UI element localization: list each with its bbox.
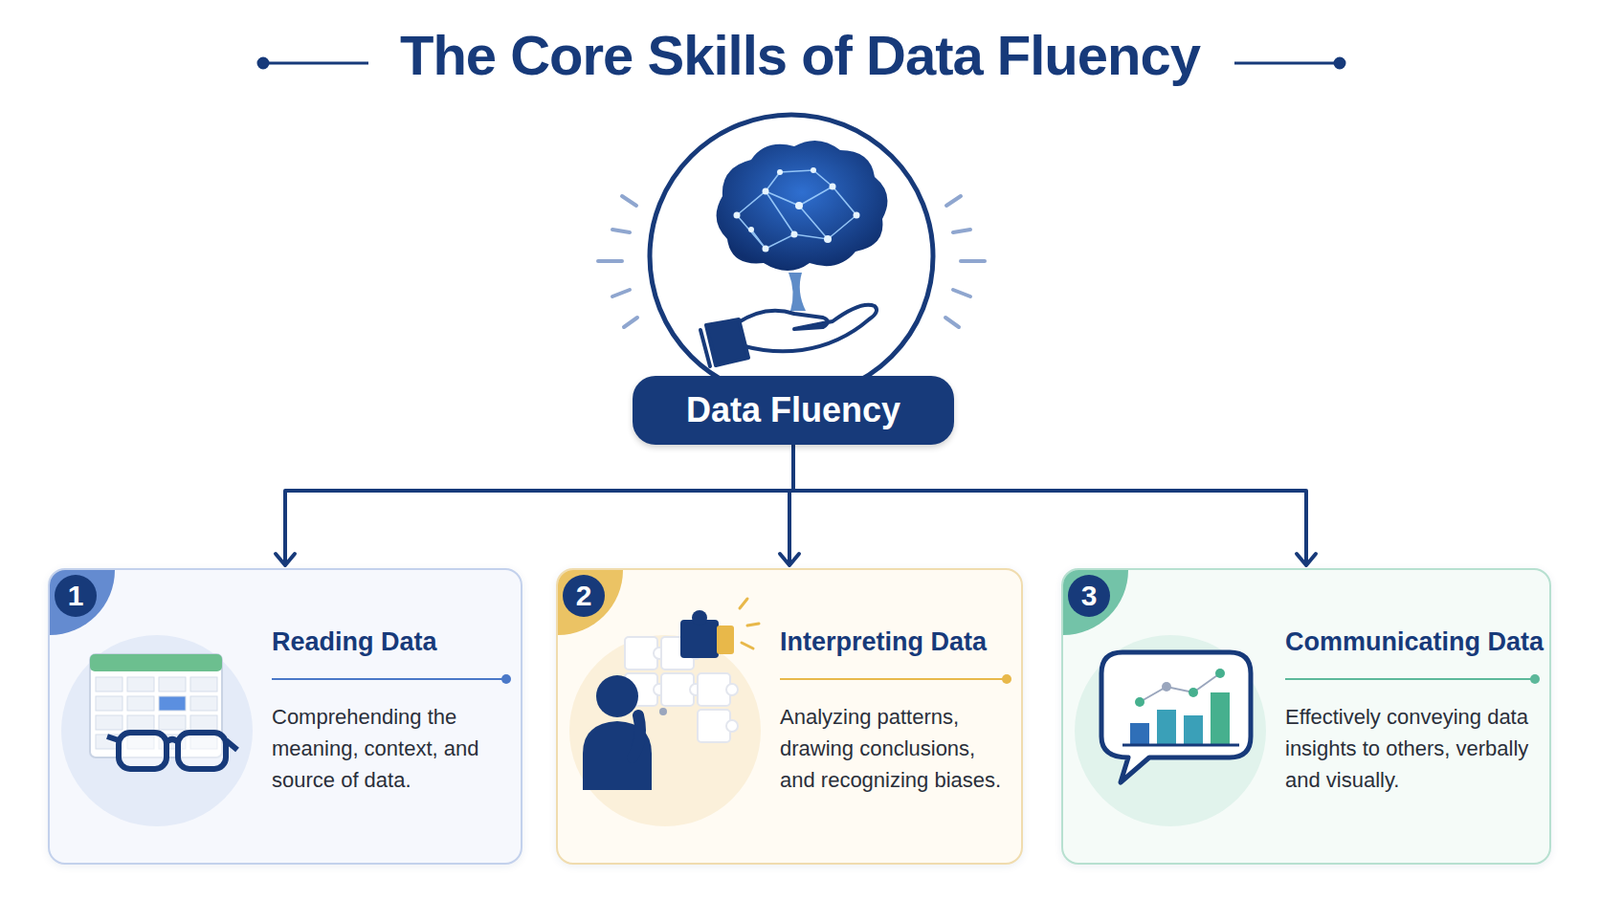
drawing-part xyxy=(190,677,218,692)
drawing-part xyxy=(190,696,218,712)
tree-connector xyxy=(275,444,794,566)
skill-card: Reading DataComprehending the meaning, c… xyxy=(47,568,523,866)
number-badge: 2 xyxy=(562,575,605,618)
icon-disc xyxy=(1074,635,1267,827)
drawing-part xyxy=(177,733,226,770)
rule-dot xyxy=(1001,674,1012,685)
drawing-part xyxy=(1188,688,1199,698)
pill-box: Data Fluency xyxy=(632,376,955,445)
heading-rule xyxy=(1285,678,1538,681)
drawing-part xyxy=(95,677,123,692)
card-heading: Reading Data xyxy=(271,627,510,658)
badge-number: 1 xyxy=(67,579,85,613)
chat-chart-icon xyxy=(1101,652,1251,783)
card-heading: Interpreting Data xyxy=(779,627,1010,658)
text-column: Communicating DataEffectively conveying … xyxy=(1285,627,1538,797)
card-body: Comprehending the meaning, context, and … xyxy=(271,701,510,797)
drawing-part xyxy=(158,715,186,731)
drawing-part xyxy=(1161,682,1172,692)
drawing-part xyxy=(1215,668,1225,679)
skill-card: Interpreting DataAnalyzing patterns, dra… xyxy=(555,568,1023,866)
tree-connector xyxy=(779,444,800,566)
drawing-part xyxy=(661,673,694,707)
drawing-part xyxy=(127,715,155,731)
drawing-part xyxy=(697,710,731,743)
drawing-part xyxy=(158,696,186,712)
drawing-part xyxy=(726,720,738,733)
drawing-part xyxy=(1101,652,1251,783)
drawing-part xyxy=(691,610,708,626)
drawing-part xyxy=(632,715,641,758)
drawing-part xyxy=(716,625,734,655)
drawing-part xyxy=(95,696,123,712)
number-badge: 3 xyxy=(1067,575,1111,618)
connector-line xyxy=(793,444,1307,566)
connector-line xyxy=(285,444,794,566)
diagram-title: The Core Skills of Data Fluency xyxy=(0,22,1600,88)
card-body: Analyzing patterns, drawing conclusions,… xyxy=(779,701,1010,797)
glasses-icon xyxy=(107,733,238,770)
rule-dot xyxy=(1530,674,1540,685)
icon-disc xyxy=(61,635,253,827)
drawing-part xyxy=(158,677,186,692)
drawing-part xyxy=(127,696,155,712)
card-body: Effectively conveying data insights to o… xyxy=(1285,701,1538,797)
drawing-part xyxy=(89,654,223,672)
rule-dot xyxy=(501,674,512,685)
heading-rule xyxy=(779,678,1010,681)
drawing-part xyxy=(1183,715,1203,745)
drawing-part xyxy=(1156,710,1177,745)
drawing-part xyxy=(1134,697,1145,708)
drawing-part xyxy=(190,715,218,731)
arrow-head xyxy=(779,554,800,566)
corner-accent xyxy=(49,570,115,636)
badge-number: 2 xyxy=(576,579,593,613)
drawing-part xyxy=(697,673,731,707)
drawing-part xyxy=(624,637,658,670)
number-badge: 1 xyxy=(54,575,97,618)
drawing-part xyxy=(1122,744,1240,748)
drawing-part xyxy=(127,677,155,692)
hero-circle xyxy=(649,114,934,399)
drawing-part xyxy=(95,715,123,731)
hand-icon xyxy=(700,305,877,367)
badge-number: 3 xyxy=(1081,579,1098,613)
drawing-part xyxy=(739,599,759,649)
arrow-head xyxy=(275,554,295,566)
corner-accent xyxy=(1063,570,1129,636)
brain-icon xyxy=(716,140,889,312)
drawing-part xyxy=(107,736,238,751)
arrow-head xyxy=(1296,554,1316,566)
thinker-icon xyxy=(582,675,652,791)
drawing-part xyxy=(659,708,667,716)
icon-disc xyxy=(569,635,761,827)
drawing-part xyxy=(596,675,639,718)
pill-label: Data Fluency xyxy=(686,390,901,431)
title-text: The Core Skills of Data Fluency xyxy=(400,23,1200,87)
corner-accent xyxy=(557,570,623,636)
heading-rule xyxy=(271,678,510,681)
drawing-part xyxy=(1210,692,1230,745)
skill-card: Communicating DataEffectively conveying … xyxy=(1061,568,1552,866)
text-column: Interpreting DataAnalyzing patterns, dra… xyxy=(779,627,1010,797)
drawing-part xyxy=(1139,673,1221,703)
text-column: Reading DataComprehending the meaning, c… xyxy=(271,627,510,797)
tree-connector xyxy=(793,444,1316,566)
drawing-part xyxy=(118,733,167,770)
card-heading: Communicating Data xyxy=(1285,627,1538,658)
drawing-part xyxy=(726,684,738,696)
drawing-part xyxy=(1130,723,1150,745)
